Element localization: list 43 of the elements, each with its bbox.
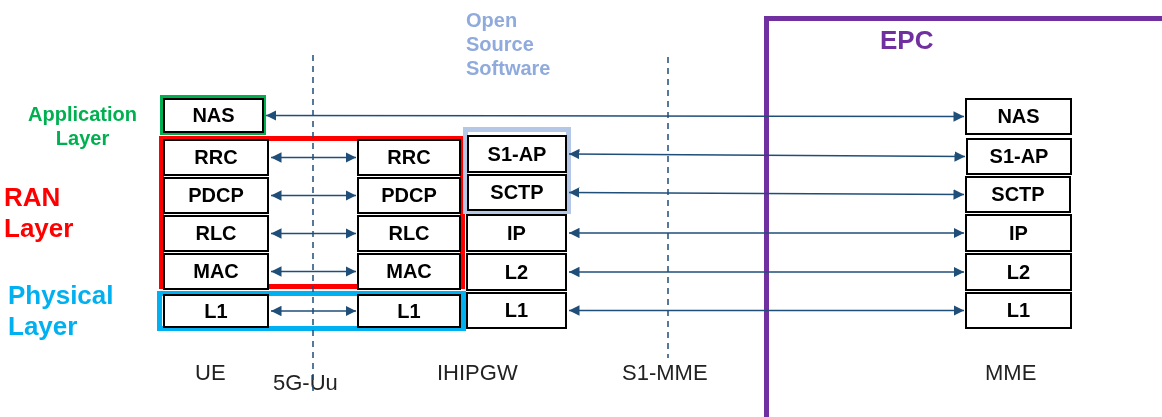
- protocol-layer-box: NAS: [965, 98, 1072, 135]
- interface-label: MME: [985, 360, 1037, 386]
- interface-label: UE: [195, 360, 226, 386]
- protocol-layer-box: L2: [965, 253, 1072, 291]
- protocol-layer-box: RLC: [163, 215, 269, 252]
- interface-label: IHIPGW: [437, 360, 518, 386]
- protocol-layer-box: RRC: [357, 139, 461, 176]
- group-heading: EPC: [880, 25, 935, 57]
- connector-arrow: [568, 305, 965, 316]
- protocol-layer-box: MAC: [357, 253, 461, 290]
- protocol-layer-box: PDCP: [357, 177, 461, 214]
- protocol-layer-box: S1-AP: [467, 135, 567, 173]
- connector-arrow: [270, 152, 357, 163]
- connector-arrow: [270, 305, 357, 317]
- interface-label: S1-MME: [622, 360, 708, 386]
- connector-arrow: [568, 227, 965, 239]
- group-heading: Physical Layer: [8, 280, 115, 343]
- group-heading: Application Layer: [27, 102, 138, 150]
- group-heading: RAN Layer: [4, 182, 75, 245]
- protocol-layer-box: IP: [965, 214, 1072, 252]
- protocol-layer-box: MAC: [163, 253, 269, 290]
- protocol-layer-box: L1: [163, 294, 269, 328]
- protocol-layer-box: L2: [466, 253, 567, 291]
- protocol-layer-box: PDCP: [163, 177, 269, 214]
- connector-arrow: [270, 228, 357, 239]
- protocol-layer-box: RLC: [357, 215, 461, 252]
- connector-arrow: [270, 266, 357, 277]
- connector-arrow: [568, 187, 965, 200]
- protocol-layer-box: RRC: [163, 139, 269, 176]
- protocol-layer-box: L1: [466, 292, 567, 329]
- protocol-layer-box: S1-AP: [966, 138, 1072, 175]
- connector-arrow: [568, 148, 966, 162]
- connector-arrow: [270, 190, 357, 201]
- protocol-layer-box: SCTP: [965, 176, 1071, 213]
- protocol-layer-box: IP: [466, 214, 567, 252]
- protocol-layer-box: NAS: [163, 98, 264, 133]
- protocol-layer-box: L1: [965, 292, 1072, 329]
- interface-label: 5G-Uu: [273, 370, 338, 396]
- connector-arrow: [568, 266, 965, 278]
- protocol-layer-box: SCTP: [467, 174, 567, 211]
- connector-arrow: [265, 110, 965, 122]
- group-heading: Open Source Software: [466, 8, 552, 80]
- protocol-layer-box: L1: [357, 294, 461, 328]
